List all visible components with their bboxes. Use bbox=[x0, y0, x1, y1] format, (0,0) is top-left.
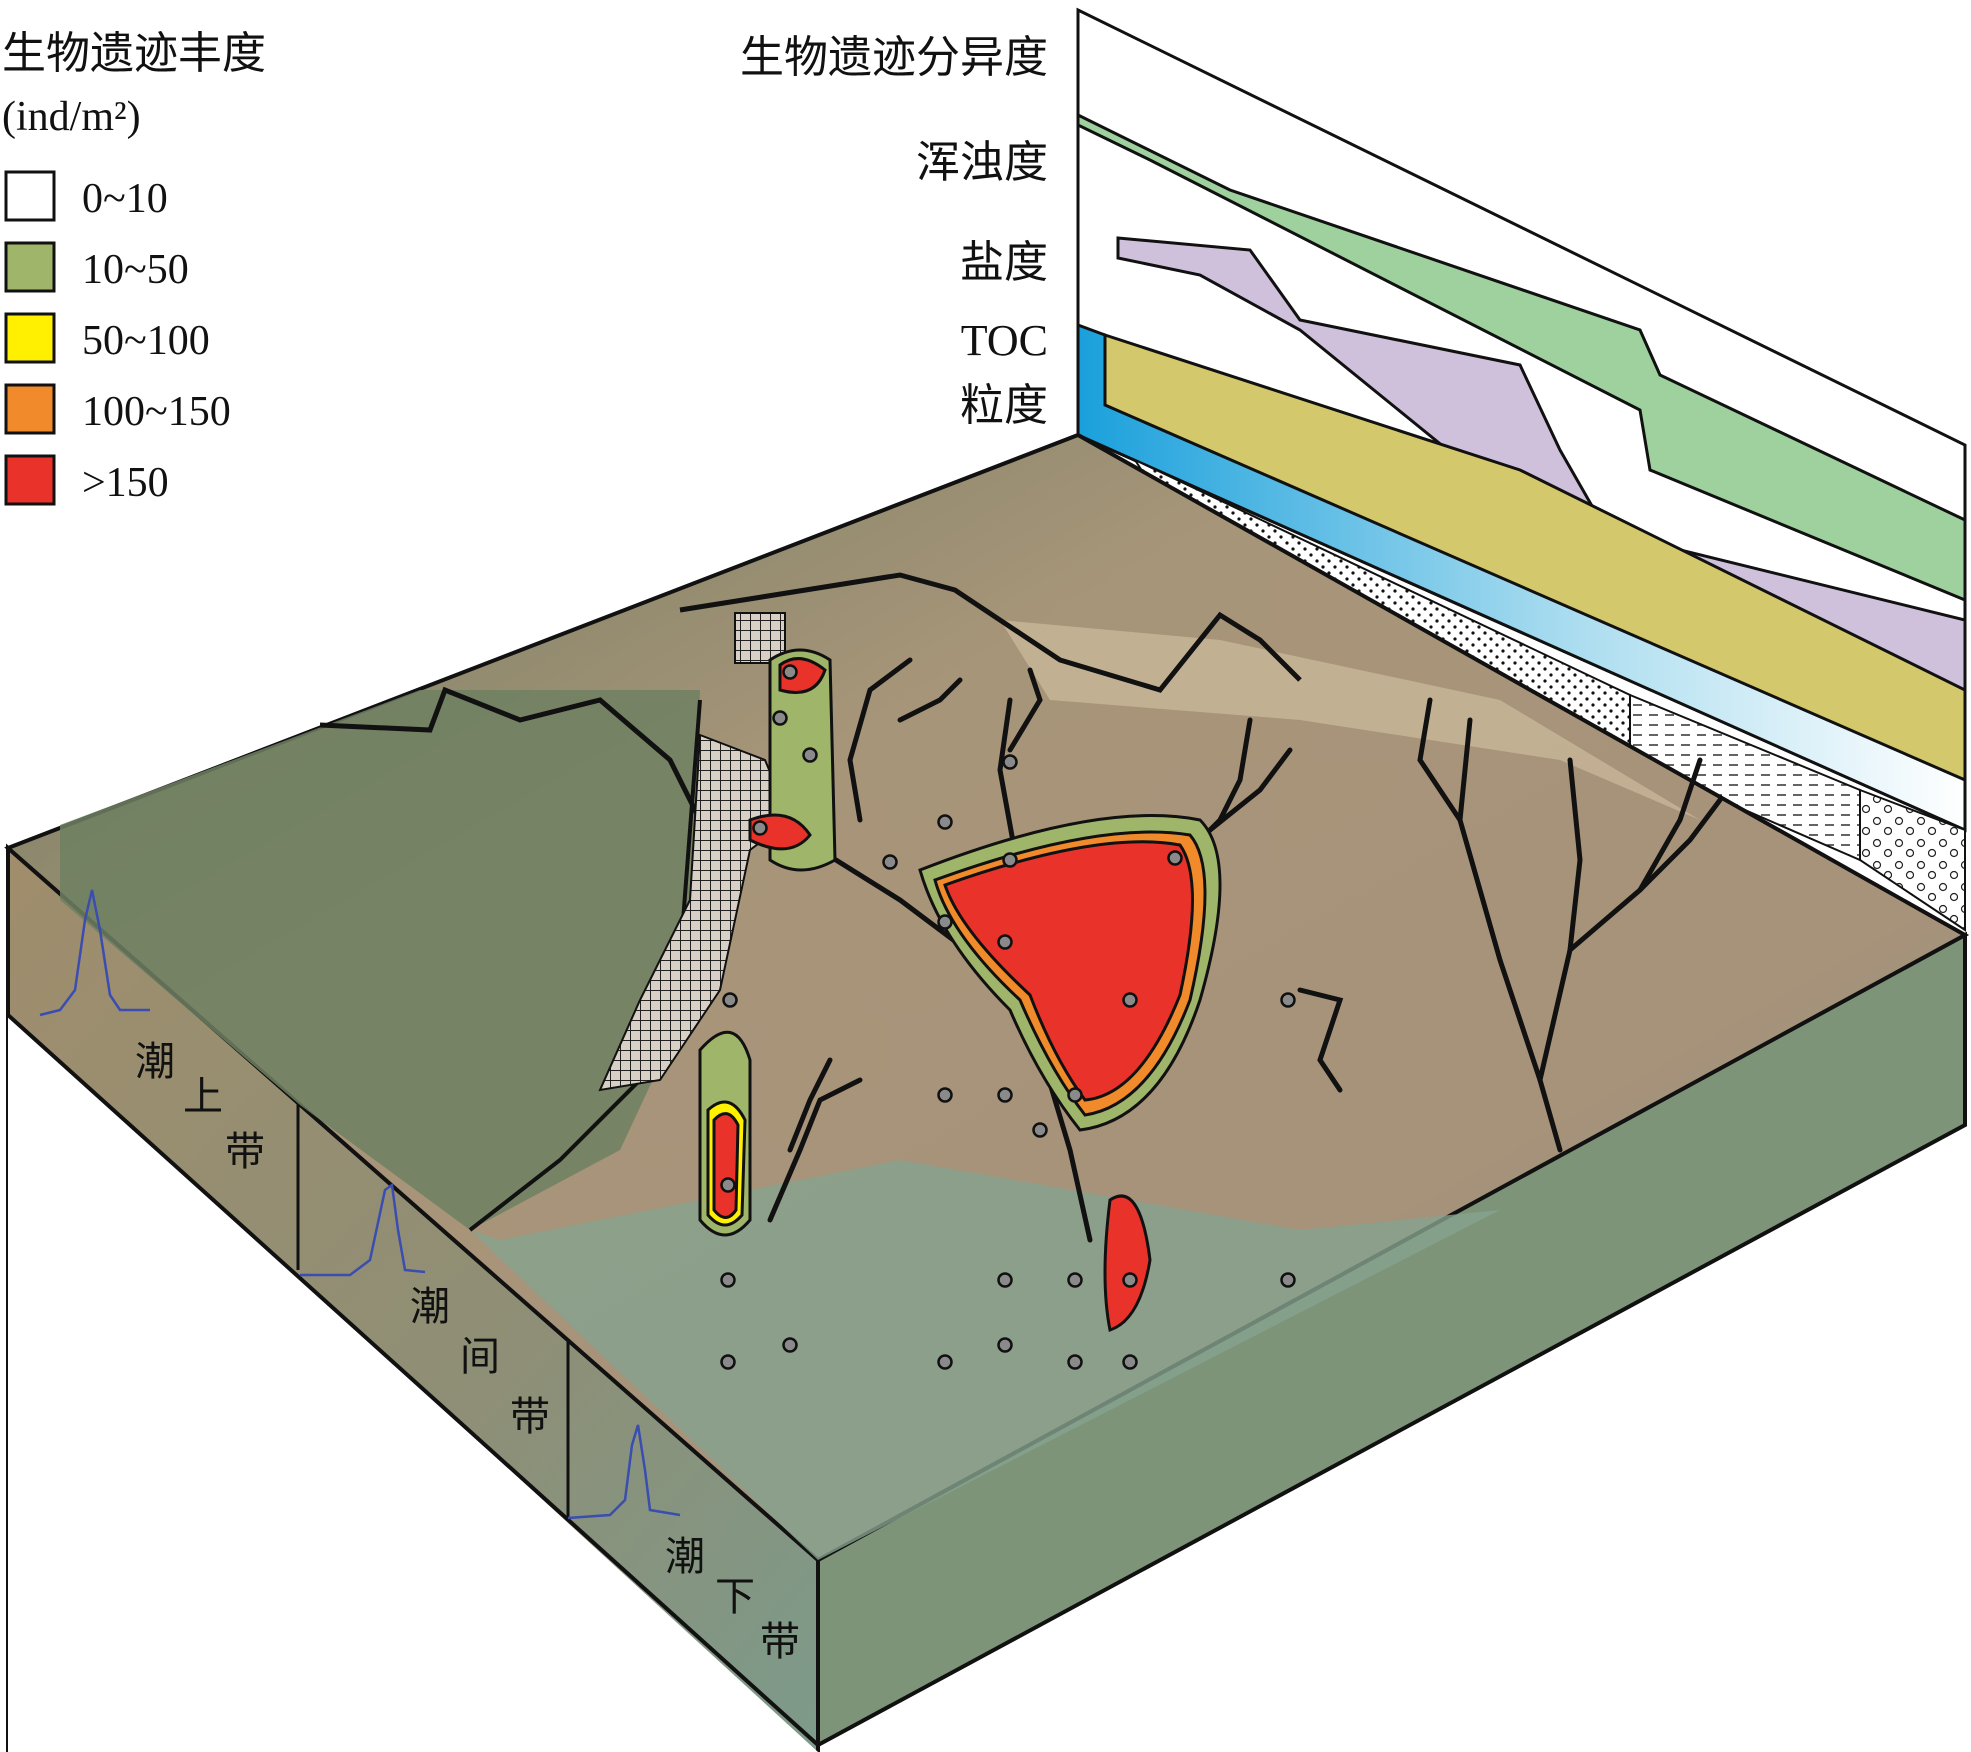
sample-point bbox=[937, 1087, 953, 1103]
legend-title: 生物遗迹丰度 bbox=[2, 28, 266, 79]
zone-label-intertidal: 潮 间 带 bbox=[410, 1284, 550, 1440]
legend-label: 100~150 bbox=[82, 389, 231, 435]
zone-char: 下 bbox=[715, 1574, 755, 1620]
contour-southwest-red bbox=[712, 1112, 740, 1219]
sample-point bbox=[720, 1354, 736, 1370]
sample-point bbox=[1002, 852, 1018, 868]
zone-label-supratidal: 潮 上 带 bbox=[135, 1039, 265, 1175]
curve-supratidal bbox=[39, 889, 150, 1017]
sample-point bbox=[937, 814, 953, 830]
label-grain-size: 粒度 bbox=[960, 380, 1048, 431]
sample-point bbox=[1002, 754, 1018, 770]
zone-char: 潮 bbox=[410, 1284, 450, 1330]
sample-point bbox=[1122, 992, 1138, 1008]
legend-label: 10~50 bbox=[82, 247, 189, 293]
sample-point bbox=[720, 1272, 736, 1288]
zone-label-subtidal: 潮 下 带 bbox=[665, 1534, 800, 1665]
legend-swatch bbox=[4, 454, 56, 506]
contour-south-red bbox=[1103, 1194, 1152, 1332]
subtidal-water bbox=[470, 1160, 1500, 1560]
legend-swatch bbox=[4, 312, 56, 364]
sample-point bbox=[1067, 1354, 1083, 1370]
zone-char: 潮 bbox=[665, 1534, 705, 1580]
reclaimed-fields bbox=[60, 690, 700, 1230]
sample-point bbox=[997, 1337, 1013, 1353]
sample-point bbox=[882, 854, 898, 870]
sample-points bbox=[720, 664, 1296, 1370]
legend-swatch bbox=[4, 383, 56, 435]
levee bbox=[679, 572, 1302, 693]
legend-swatch bbox=[4, 170, 56, 222]
label-salinity: 盐度 bbox=[960, 237, 1048, 288]
sample-point bbox=[1280, 1272, 1296, 1288]
label-diversity: 生物遗迹分异度 bbox=[740, 32, 1048, 83]
legend-swatch bbox=[4, 241, 56, 293]
zone-char: 潮 bbox=[135, 1039, 175, 1085]
turbidity-band bbox=[1076, 112, 1967, 603]
label-turbidity: 浑浊度 bbox=[916, 137, 1048, 188]
sample-point bbox=[802, 747, 818, 763]
zone-char: 带 bbox=[225, 1129, 265, 1175]
legend-unit: (ind/m²) bbox=[2, 94, 141, 140]
zone-char: 带 bbox=[510, 1394, 550, 1440]
zone-char: 间 bbox=[460, 1334, 500, 1380]
sample-point bbox=[1067, 1087, 1083, 1103]
sample-point bbox=[1067, 1272, 1083, 1288]
sample-point bbox=[1032, 1122, 1048, 1138]
curve-intertidal bbox=[300, 1182, 426, 1277]
contour-central-red bbox=[943, 840, 1194, 1102]
sample-point bbox=[782, 1337, 798, 1353]
sample-point bbox=[937, 914, 953, 930]
zone-char: 带 bbox=[760, 1619, 800, 1665]
sample-point bbox=[782, 664, 798, 680]
sample-point bbox=[997, 1272, 1013, 1288]
legend-items: 0~10 10~50 50~100 100~150 >150 bbox=[4, 170, 231, 506]
curve-subtidal bbox=[567, 1424, 681, 1520]
profile-panel bbox=[1076, 7, 1967, 932]
sample-point bbox=[720, 1177, 736, 1193]
sample-point bbox=[722, 992, 738, 1008]
zone-char: 上 bbox=[183, 1074, 223, 1120]
legend-label: 50~100 bbox=[82, 318, 210, 364]
sample-point bbox=[997, 1087, 1013, 1103]
sample-point bbox=[1280, 992, 1296, 1008]
sample-point bbox=[1122, 1272, 1138, 1288]
sample-point bbox=[937, 1354, 953, 1370]
contour-north-green bbox=[768, 648, 837, 872]
label-toc: TOC bbox=[961, 316, 1048, 365]
sample-point bbox=[1122, 1354, 1138, 1370]
legend-label: 0~10 bbox=[82, 176, 168, 222]
profile-labels: 生物遗迹分异度 浑浊度 盐度 TOC 粒度 bbox=[740, 32, 1048, 431]
sample-point bbox=[772, 710, 788, 726]
sediment-gravel-circles bbox=[1859, 788, 1966, 932]
sample-point bbox=[1167, 850, 1183, 866]
legend-label: >150 bbox=[82, 460, 169, 506]
sample-point bbox=[997, 934, 1013, 950]
sample-point bbox=[752, 820, 768, 836]
legend: 生物遗迹丰度 (ind/m²) 0~10 10~50 50~100 100~150 >1… bbox=[2, 28, 266, 506]
